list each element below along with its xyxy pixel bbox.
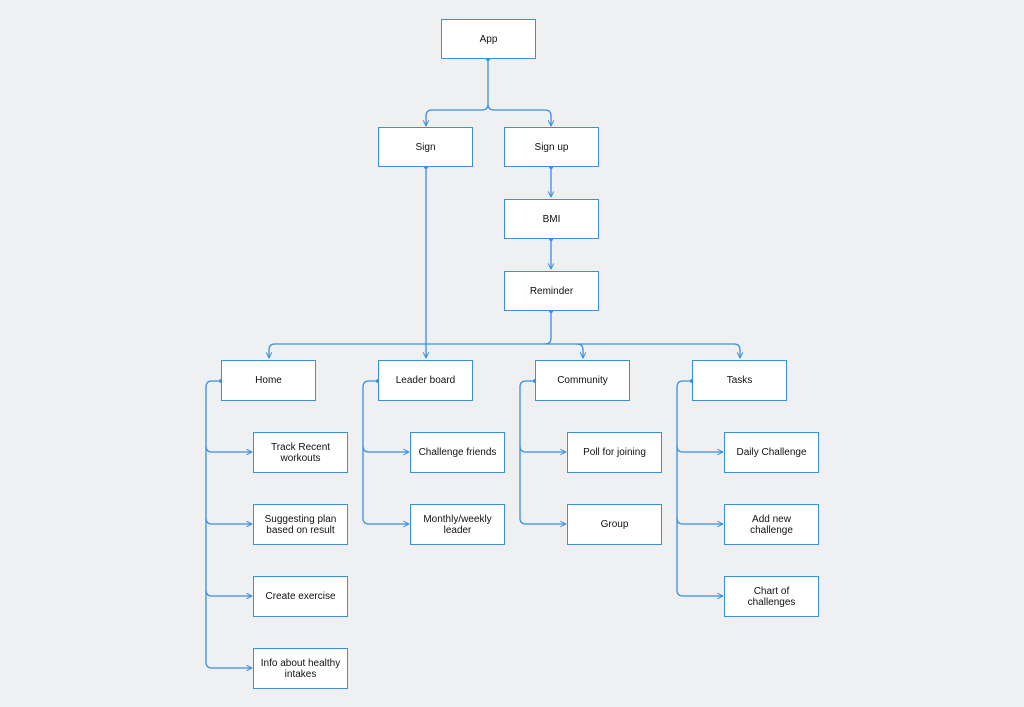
connector-app-trunk [426,59,489,126]
node-chart-challenges: Chart of challenges [724,576,819,617]
connector-tasks-add [676,446,723,524]
node-add-challenge-label: Add new challenge [750,513,793,536]
node-challenge-friends: Challenge friends [410,432,505,473]
node-monthly-weekly: Monthly/weekly leader [410,504,505,545]
node-chart-challenges-label: Chart of challenges [747,585,796,608]
connector-bus-community [545,343,583,358]
node-track-recent: Track Recent workouts [253,432,348,473]
node-bmi: BMI [504,199,599,239]
node-leaderboard-label: Leader board [395,375,456,386]
connector-home-track [205,380,252,452]
node-home: Home [221,360,316,401]
node-leaderboard: Leader board [378,360,473,401]
node-suggesting-plan-label: Suggesting plan based on result [264,513,337,536]
node-track-recent-label: Track Recent workouts [270,441,331,464]
node-challenge-friends-label: Challenge friends [418,447,497,458]
node-create-exercise: Create exercise [253,576,348,617]
node-community: Community [535,360,630,401]
node-monthly-weekly-label: Monthly/weekly leader [423,513,492,536]
connector-community-group [519,446,566,524]
node-tasks-label: Tasks [726,375,753,386]
node-add-challenge: Add new challenge [724,504,819,545]
node-app-label: App [479,33,498,45]
node-signup: Sign up [504,127,599,167]
node-bmi-label: BMI [542,213,561,225]
node-info-healthy-label: Info about healthy intakes [260,657,341,680]
connector-community-poll [519,380,566,452]
node-reminder-label: Reminder [529,285,574,297]
node-sign-label: Sign [415,141,436,153]
node-community-label: Community [557,375,608,386]
node-app: App [441,19,536,59]
node-signup-label: Sign up [534,141,569,153]
connector-leader-monthly [362,446,409,524]
connector-tasks-daily [676,380,723,452]
connector-leader-challenge [362,380,409,452]
node-reminder: Reminder [504,271,599,311]
connector-bus-tasks [577,343,740,358]
node-poll-joining-label: Poll for joining [583,447,646,458]
connector-home-info [205,590,252,668]
node-tasks: Tasks [692,360,787,401]
connector-tasks-chart [676,518,723,596]
node-suggesting-plan: Suggesting plan based on result [253,504,348,545]
node-daily-challenge: Daily Challenge [724,432,819,473]
connector-app-signup [487,103,551,126]
connector-home-suggest [205,446,252,524]
node-create-exercise-label: Create exercise [265,591,336,602]
node-daily-challenge-label: Daily Challenge [736,447,807,458]
node-poll-joining: Poll for joining [567,432,662,473]
node-sign: Sign [378,127,473,167]
connector-reminder-down [269,311,552,358]
connector-home-create [205,518,252,596]
node-group: Group [567,504,662,545]
node-info-healthy: Info about healthy intakes [253,648,348,689]
node-group-label: Group [600,519,629,530]
node-home-label: Home [255,375,282,386]
